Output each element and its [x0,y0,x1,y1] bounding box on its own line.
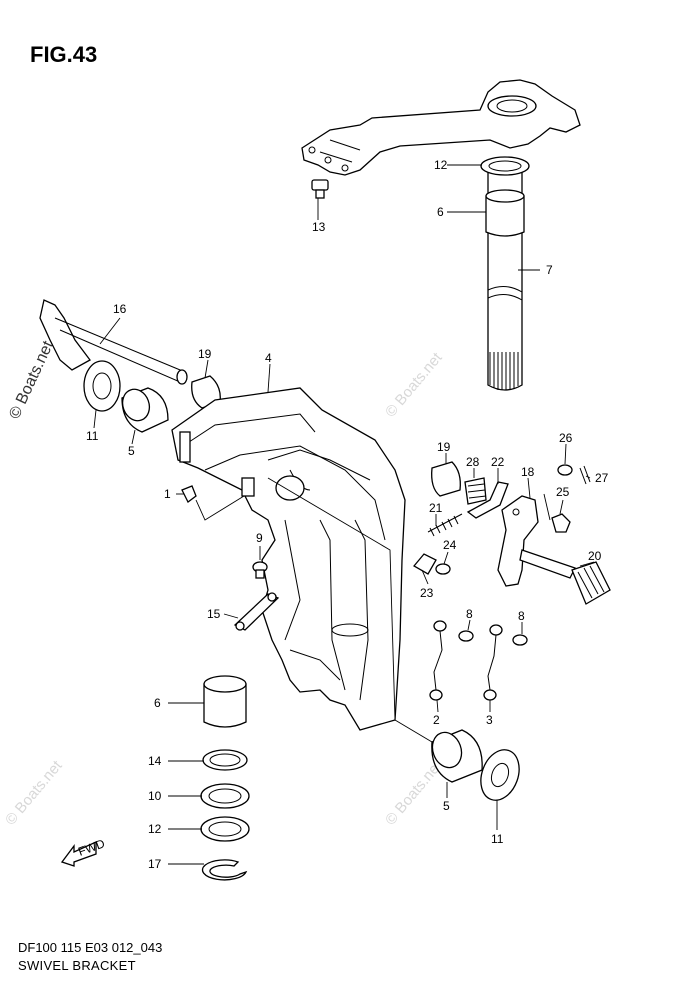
callout-12-top: 12 [434,158,448,172]
washer-12-bottom[interactable] [200,816,250,842]
pin-27[interactable] [579,465,591,485]
callout-25: 25 [556,485,570,499]
callout-5-right: 5 [443,799,450,813]
ground-wire-2[interactable] [429,620,447,701]
callout-16: 15 [207,607,221,621]
grip-20[interactable] [571,561,611,605]
callout-19-right: 19 [437,440,451,454]
callout-18: 18 [521,465,535,479]
ground-wire-3[interactable] [483,624,503,701]
callout-6-bottom: 6 [154,696,161,710]
callout-19-left: 19 [198,347,212,361]
washer-12-top[interactable] [480,156,530,176]
spring-28[interactable] [464,477,487,505]
bolt-8-right[interactable] [512,634,528,646]
callout-6-top: 6 [437,205,444,219]
washer-26[interactable] [557,464,573,476]
callout-21: 21 [429,501,443,515]
washer-10[interactable] [200,783,250,809]
callout-labels: 12 6 7 13 16 19 4 11 5 1 9 15 19 28 22 1… [86,158,609,871]
swivel-bracket-body[interactable] [171,387,406,731]
callout-28: 28 [466,455,480,469]
bolt-8-left[interactable] [458,630,474,642]
callout-26: 26 [559,431,573,445]
tilt-tube-part[interactable] [39,299,188,385]
callout-1: 1 [164,487,171,501]
fwd-arrow-icon: FWD [60,836,107,867]
callout-12-bottom: 12 [148,822,162,836]
bolt-24[interactable] [435,563,451,575]
spring-21[interactable] [427,513,463,537]
figure-title: FIG.43 [30,42,98,67]
callout-24: 24 [443,538,457,552]
bolt-9[interactable] [252,561,268,579]
callout-13: 13 [312,220,326,234]
callout-17: 16 [113,302,127,316]
plate-23[interactable] [413,553,437,575]
callout-11-right: 11 [491,832,504,846]
bolt-13[interactable] [311,179,329,199]
callout-20: 20 [588,549,602,563]
washer-14[interactable] [202,749,248,771]
watermark-faint-1: © Boats.net [382,349,446,421]
callout-2: 2 [433,713,440,727]
bushing-5-right[interactable] [428,728,483,783]
tilt-lock-lever-18[interactable] [497,495,539,587]
watermark-side: © Boats.net [6,338,57,422]
callout-7: 7 [546,263,553,277]
callout-4: 4 [265,351,272,365]
callout-5-left: 5 [128,444,135,458]
callout-3: 3 [486,713,493,727]
callout-27: 27 [595,471,609,485]
callout-14: 14 [148,754,162,768]
washer-11-right[interactable] [474,744,526,805]
callout-10: 10 [148,789,162,803]
model-code: DF100 115 E03 012_043 [18,940,163,955]
callout-9: 9 [256,531,263,545]
callout-15: 17 [148,857,162,871]
bushing-6-bottom[interactable] [203,675,247,728]
nut-25[interactable] [551,513,571,533]
callout-11-left: 11 [86,429,99,443]
callout-22: 22 [491,455,505,469]
diagram-name: SWIVEL BRACKET [18,958,136,973]
bolt-1[interactable] [181,485,197,503]
circlip-15[interactable] [201,859,248,881]
bracket-16[interactable] [233,592,280,631]
callout-8-right: 8 [518,609,525,623]
watermark-faint-2: © Boats.net [2,757,66,829]
callout-23: 23 [420,586,434,600]
leader-lines [93,164,595,865]
lever-22[interactable] [466,481,509,519]
bushing-19-right[interactable] [431,461,461,497]
rod-20[interactable] [519,549,576,579]
steering-bracket-part[interactable] [301,79,581,176]
bushing-6-top[interactable] [485,189,525,237]
bushing-5-left[interactable] [118,386,169,433]
washer-11-left[interactable] [83,360,121,412]
callout-8-left: 8 [466,607,473,621]
